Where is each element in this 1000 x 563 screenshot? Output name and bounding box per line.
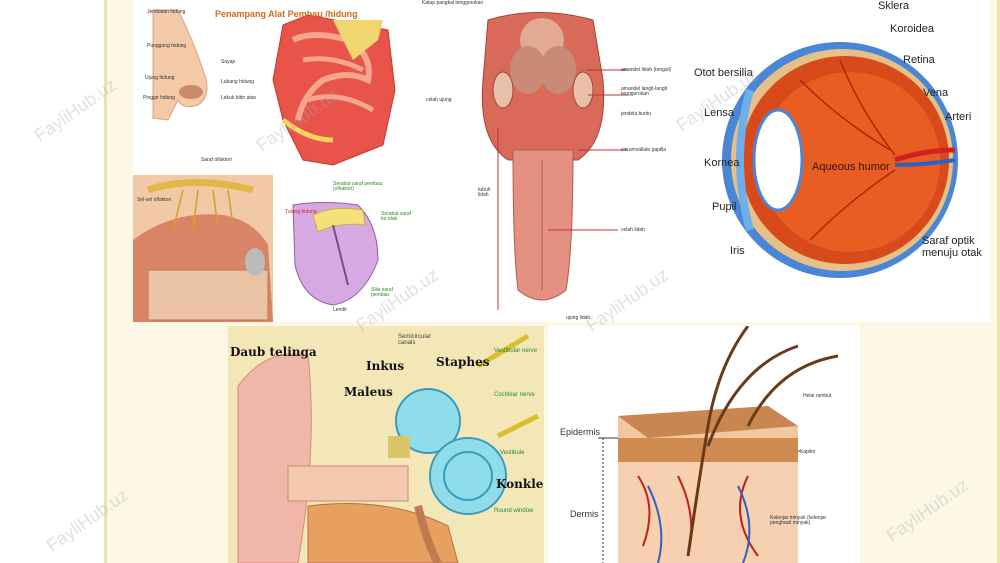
eye-left-2: Kornea xyxy=(704,157,740,169)
eye-right-3: Vena xyxy=(923,87,949,99)
vestibular-nerve-label: Vestibular nerve xyxy=(494,348,538,354)
tongue-illustration xyxy=(481,12,628,310)
ear-panel: Daub telinga Inkus Maleus Semicircular c… xyxy=(228,326,544,563)
tongue-right-3: circumvallate papilla xyxy=(621,147,667,153)
oil-gland-label: Kelenjar minyak (kelenjar penghasil miny… xyxy=(770,515,827,527)
tongue-right-4: celah lidah xyxy=(621,227,645,233)
nose-label-5: Lubang hidung xyxy=(221,79,255,85)
nose-label-6: Lekuk bibir atas xyxy=(221,95,257,101)
eye-left-1: Lensa xyxy=(704,107,734,119)
tongue-left-1: tubuh lidah xyxy=(478,187,491,199)
nose-label-2: Ujung hidung xyxy=(145,75,175,81)
tongue-panel: Katup pangkal tenggorokan amandel lidah … xyxy=(418,0,690,322)
eye-panel: Otot bersilia Lensa Kornea Pupil Iris Sk… xyxy=(690,0,990,322)
nose-title: Penampang Alat Pembau /hidung xyxy=(215,9,358,19)
olfactory-nerve-label: Saraf olfaktori xyxy=(201,157,232,163)
skin-panel: Epidermis Dermis Helai rambut Kapiler Ke… xyxy=(548,326,860,563)
nose-illustration xyxy=(133,9,396,322)
tongue-left-0: celah ujung xyxy=(426,97,452,103)
capillary-label: Kapiler xyxy=(800,449,816,455)
eye-left-4: Iris xyxy=(730,245,745,257)
maleus-label: Maleus xyxy=(344,385,393,399)
eye-left-3: Pupil xyxy=(712,201,737,213)
eye-illustration xyxy=(722,42,958,278)
skin-illustration xyxy=(598,326,839,563)
ear-illustration xyxy=(228,326,544,563)
eye-center-label: Aqueous humor xyxy=(812,161,890,173)
round-window-label: Round window xyxy=(494,508,534,514)
hair-label: Helai rambut xyxy=(803,393,832,399)
olfactory-cells-label: Sel-sel olfaktori xyxy=(137,197,172,203)
tongue-right-1: amandel langit-langit tenggorokan xyxy=(621,86,668,98)
epidermis-label: Epidermis xyxy=(560,427,601,437)
cochlear-nerve-label: Cochlear nerve xyxy=(494,392,535,398)
eye-right-4: Arteri xyxy=(945,111,972,123)
nerve-endings-label: Serabut saraf pembau (olfaktori) xyxy=(333,181,383,193)
nose-panel: Penampang Alat Pembau /hidung Jembatan h… xyxy=(133,0,418,322)
mucus-label: Lendir xyxy=(333,307,347,313)
brain-fiber-label: Serabut saraf ke otak xyxy=(381,211,412,223)
tongue-right-5: ujung lidah xyxy=(566,315,591,321)
nose-label-0: Jembatan hidung xyxy=(147,9,186,15)
nose-label-3: Pinggir hidung xyxy=(143,95,175,101)
vestibule-label: Vestibule xyxy=(500,450,525,456)
tongue-right-2: jendela buntu xyxy=(621,111,652,117)
eye-right-1: Koroidea xyxy=(890,23,935,35)
eye-right-5: Saraf optik menuju otak xyxy=(922,235,982,259)
cilia-label: Silia saraf pembau xyxy=(371,287,393,299)
tongue-right-0: amandel lidah (tongsil) xyxy=(621,67,672,73)
eye-right-0: Sklera xyxy=(878,0,910,12)
nose-label-1: Punggung hidung xyxy=(147,43,187,49)
konklea-label: Konklea xyxy=(496,477,544,491)
inkus-label: Inkus xyxy=(366,359,405,373)
semicircular-label: Semicircular canals xyxy=(398,334,432,347)
daub-telinga-label: Daub telinga xyxy=(230,345,317,359)
staphes-label: Staphes xyxy=(436,355,490,369)
nasal-bone-label: Tulang hidung xyxy=(285,209,317,215)
eye-left-0: Otot bersilia xyxy=(694,67,753,79)
eye-right-2: Retina xyxy=(903,54,935,66)
dermis-label: Dermis xyxy=(570,509,599,519)
nose-label-4: Sayap xyxy=(221,59,236,65)
tongue-top-label: Katup pangkal tenggorokan xyxy=(422,0,484,6)
